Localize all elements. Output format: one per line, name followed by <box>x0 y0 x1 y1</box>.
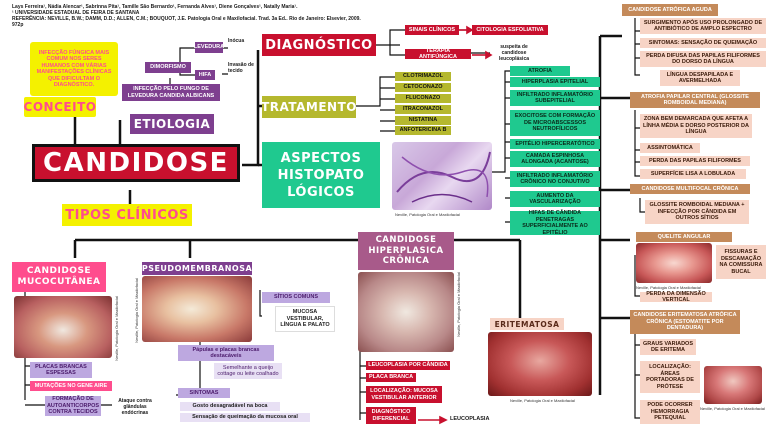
ataque-text: Ataque contra glândulas endócrinas <box>118 398 152 416</box>
mucocutanea-credit: Neville, Patologia Oral e Maxilofacial <box>114 296 119 361</box>
mucocutanea-line-1: CANDIDOSE <box>26 266 92 276</box>
dimorfismo-label: DIMORFISMO <box>145 62 191 73</box>
estomatite-item-2: LOCALIZAÇÃO: ÁREAS PORTADORAS DE PRÓTESE <box>640 361 700 393</box>
hiper-item-4: DIAGNÓSTICO DIFERENCIAL <box>366 407 416 424</box>
queilite-label: QUELITE ANGULAR <box>636 232 732 242</box>
central-title: CANDIDOSE <box>32 144 240 182</box>
histopath-item: INFILTRADO INFLAMATÓRIO CRÔNICO NO CONJU… <box>510 171 600 187</box>
estomatite-credit: Neville, Patologia Oral e Maxilofacial <box>700 406 765 411</box>
drug-item: CETOCONAZO <box>395 83 451 92</box>
citologia-esfoliativa: CITOLOGIA ESFOLIATIVA <box>472 25 548 35</box>
sinais-clinicos: SINAIS CLÍNICOS <box>405 25 459 35</box>
aspectos-line-2: HISTOPATO <box>277 167 365 183</box>
multifocal-item: GLOSSITE ROMBOIDAL MEDIANA + INFECÇÃO PO… <box>645 200 749 224</box>
estomatite-item-3: PODE OCORRER HEMORRAGIA PETEQUIAL <box>640 400 700 424</box>
pseudo-image <box>142 276 252 342</box>
histopath-item: INFILTRADO INFLAMATÓRIO SUBEPITELIAL <box>510 90 600 106</box>
hiper-item-3: LOCALIZAÇÃO: MUCOSA VESTIBULAR ANTERIOR <box>366 386 442 403</box>
levedura-label: LEVEDURA <box>194 42 224 53</box>
autoanticorpos: FORMAÇÃO DE AUTOANTICORPOS CONTRA TECIDO… <box>45 396 101 416</box>
etiologia-label: ETIOLOGIA <box>130 114 214 134</box>
hiperplasica-image <box>358 272 454 352</box>
histopath-item: AUMENTO DA VASCULARIZAÇÃO <box>510 191 600 207</box>
estomatite-item-1: GRAUS VARIADOS DE ERITEMA <box>640 339 696 355</box>
histopath-item: EXOCITOSE COM FORMAÇÃO DE MICROABSCESSOS… <box>510 110 600 136</box>
authors-line: Lays Ferreira¹, Nádia Alencar¹, Sabrinna… <box>12 4 298 10</box>
tipos-label: TIPOS CLÍNICOS <box>62 204 192 226</box>
tratamento-label: TRATAMENTO <box>261 96 356 118</box>
hifa-label: HIFA <box>195 70 215 80</box>
drug-item: ANFOTERICINA B <box>395 126 451 135</box>
mutacoes-aire: MUTAÇÕES NO GENE AIRE <box>30 381 112 391</box>
hiperplasica-label: CANDIDOSE HIPERPLASICA CRÔNICA <box>358 232 454 270</box>
hiper-item-2: PLACA BRANCA <box>366 373 416 382</box>
sitios-comuns: SÍTIOS COMUNS <box>262 292 330 303</box>
histopath-item: EPITÉLIO HIPERCERATÓTICO <box>510 139 600 149</box>
aspectos-line-1: ASPECTOS <box>280 150 362 166</box>
sintomas-label: SINTOMAS <box>178 388 230 398</box>
aspectos-line-3: LÓGICOS <box>287 184 355 200</box>
histopath-item: HIPERPLASIA EPITELIAL <box>510 77 600 87</box>
papulas-text: Pápulas e placas brancas destacáveis <box>178 345 274 361</box>
pseudo-label: PSEUDOMEMBRANOSA <box>142 262 252 275</box>
histopath-item: ATROFIA <box>510 66 570 76</box>
perda-dimensao: PERDA DA DIMENSÃO VERTICAL <box>640 291 712 303</box>
header-block: Lays Ferreira¹, Nádia Alencar¹, Sabrinna… <box>12 4 372 28</box>
drug-item: FLUCONAZO <box>395 94 451 103</box>
papilar-item-3: PERDA DAS PAPILAS FILIFORMES <box>640 156 750 166</box>
queilite-image <box>636 243 712 283</box>
estomatite-label: CANDIDOSE ERITEMATOSA ATRÓFICA CRÔNICA (… <box>630 310 740 334</box>
sitios-text: MUCOSA VESTIBULAR, LÍNGUA E PALATO <box>275 306 335 332</box>
histopath-item: HIFAS DE CÂNDIDA PENETRAGAS SUPERFICIALM… <box>510 210 600 236</box>
leucoplasia-text: LEUCOPLASIA <box>450 416 490 422</box>
mucocutanea-line-2: MUCOCUTÂNEA <box>17 277 101 287</box>
invasao-text: Invasão de tecido <box>228 62 254 74</box>
placas-brancas: PLACAS BRANCAS ESPESSAS <box>30 362 92 378</box>
aguda-item-1: SURGIMENTO APÓS USO PROLONGADO DE ANTIBI… <box>640 18 766 34</box>
eritematosa-label: ERITEMATOSA <box>490 318 564 330</box>
mucocutanea-label: CANDIDOSE MUCOCUTÂNEA <box>12 262 106 292</box>
histology-image <box>392 142 492 210</box>
papilar-item-1: ZONA BEM DEMARCADA QUE AFETA A LÍNHA MÉD… <box>640 114 752 138</box>
mucocutanea-image <box>14 296 112 358</box>
hiperplasica-line-3: CRÔNICA <box>382 256 430 267</box>
drug-item: CLOTRIMAZOL <box>395 72 451 81</box>
pseudo-credit: Neville, Patologia Oral e Maxilofacial <box>134 278 139 343</box>
eritematosa-image <box>488 332 592 396</box>
infeccao-text: INFECÇÃO PELO FUNGO DE LEVEDURA CANDIDA … <box>122 84 220 101</box>
histopath-item: CAMADA ESPINHOSA ALONGADA (ACANTOSE) <box>510 151 600 167</box>
diagnostico-label: DIAGNÓSTICO <box>262 34 376 56</box>
aguda-item-4: LÍNGUA DESPAPILADA E AVERMELHADA <box>660 70 740 86</box>
queilite-credit: Neville, Patologia Oral e Maxilofacial <box>636 285 701 290</box>
drug-item: NISTATINA <box>395 116 451 125</box>
conceito-label: CONCEITO <box>24 97 96 117</box>
estomatite-image <box>704 366 762 404</box>
gosto-text: Gosto desagradável na boca <box>180 402 280 411</box>
papilar-item-4: SUPERFÍCIE LISA A LOBULADA <box>640 169 746 179</box>
hiperplasica-line-1: CANDIDOSE <box>375 235 437 246</box>
eritematosa-credit: Neville, Patologia Oral e Maxilofacial <box>510 398 575 403</box>
histology-credit: Neville, Patologia Oral e Maxilofacial <box>395 212 460 217</box>
university-line: ¹ UNIVERSIDADE ESTADUAL DE FEIRA DE SANT… <box>12 10 140 16</box>
inocua-text: Inócua <box>228 38 245 44</box>
atrofica-aguda-label: CANDIDOSE ATRÓFICA AGUDA <box>622 4 718 16</box>
aguda-item-2: SINTOMAS: SENSAÇÃO DE QUEIMAÇÃO <box>640 38 766 48</box>
sensacao-text: Sensação de queimação da mucosa oral <box>180 413 310 422</box>
atrofia-papilar-label: ATROFIA PAPILAR CENTRAL (GLOSSITE ROMBOI… <box>630 92 760 108</box>
papilar-item-2: ASSINTOMÁTICA <box>640 143 700 153</box>
drug-item: ITRACONAZOL <box>395 105 451 114</box>
hiperplasica-line-2: HIPERPLASICA <box>368 245 444 256</box>
conceito-text: INFECÇÃO FÚNGICA MAIS COMUM NOS SERES HU… <box>30 42 118 96</box>
aguda-item-3: PERDA DIFUSA DAS PAPILAS FILIFORMES DO D… <box>640 51 766 67</box>
aspectos-label: ASPECTOS HISTOPATO LÓGICOS <box>262 142 380 208</box>
reference-line: REFERÊNCIA: NEVILLE, B.W.; DAMM, D.D.; A… <box>12 16 361 28</box>
terapia-antifungica: TERAPIA ANTIFÚNGICA <box>405 48 471 60</box>
multifocal-label: CANDIDOSE MULTIFOCAL CRÔNICA <box>630 184 750 194</box>
fissuras-text: FISSURAS E DESCAMAÇÃO NA COMISSURA BUCAL <box>716 245 766 279</box>
hiperplasica-credit: Neville, Patologia Oral e Maxilofacial <box>456 272 461 337</box>
hyphae-drawing <box>396 151 491 203</box>
semelhante-text: Semelhante a queijo cottage ou leite coa… <box>214 363 282 379</box>
suspeita-text: suspeita de candidose leucoplásica <box>498 44 529 62</box>
hiper-item-1: LEUCOPLASIA POR CÂNDIDA <box>366 361 450 370</box>
